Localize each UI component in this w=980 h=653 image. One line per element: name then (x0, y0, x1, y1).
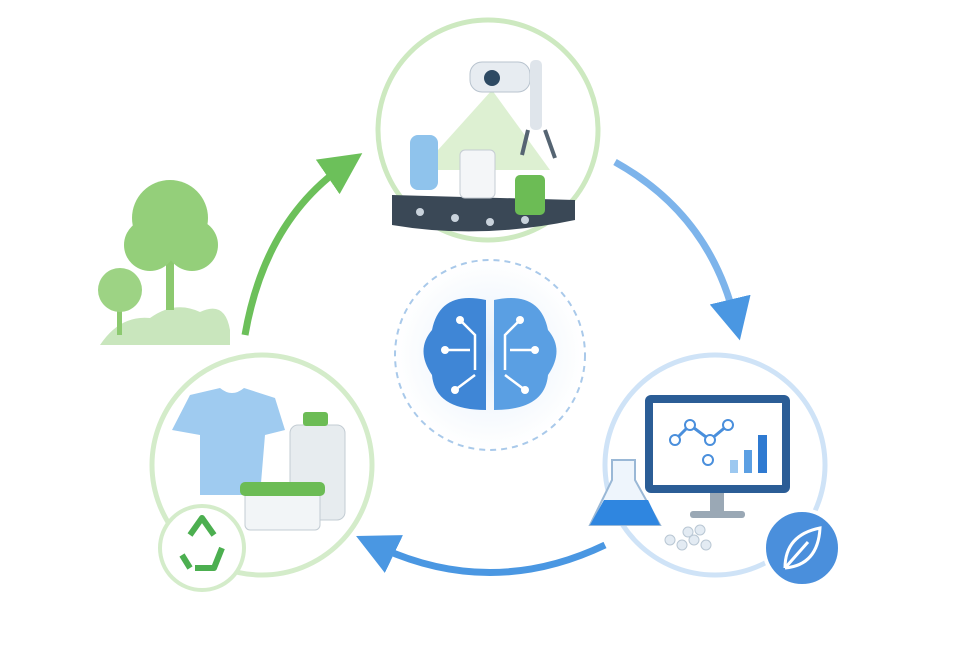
recycle-icon (158, 504, 246, 592)
recycled-products-icon (149, 352, 375, 592)
lab-monitor-flask-icon (588, 352, 842, 588)
arrow-blue-right (613, 158, 751, 341)
robotic-sorting-conveyor-icon (375, 17, 601, 243)
trees-icon (98, 180, 230, 345)
ai-brain-circuit-icon (394, 259, 586, 451)
arrow-blue-bottom (356, 535, 607, 576)
arrow-green (241, 153, 363, 336)
